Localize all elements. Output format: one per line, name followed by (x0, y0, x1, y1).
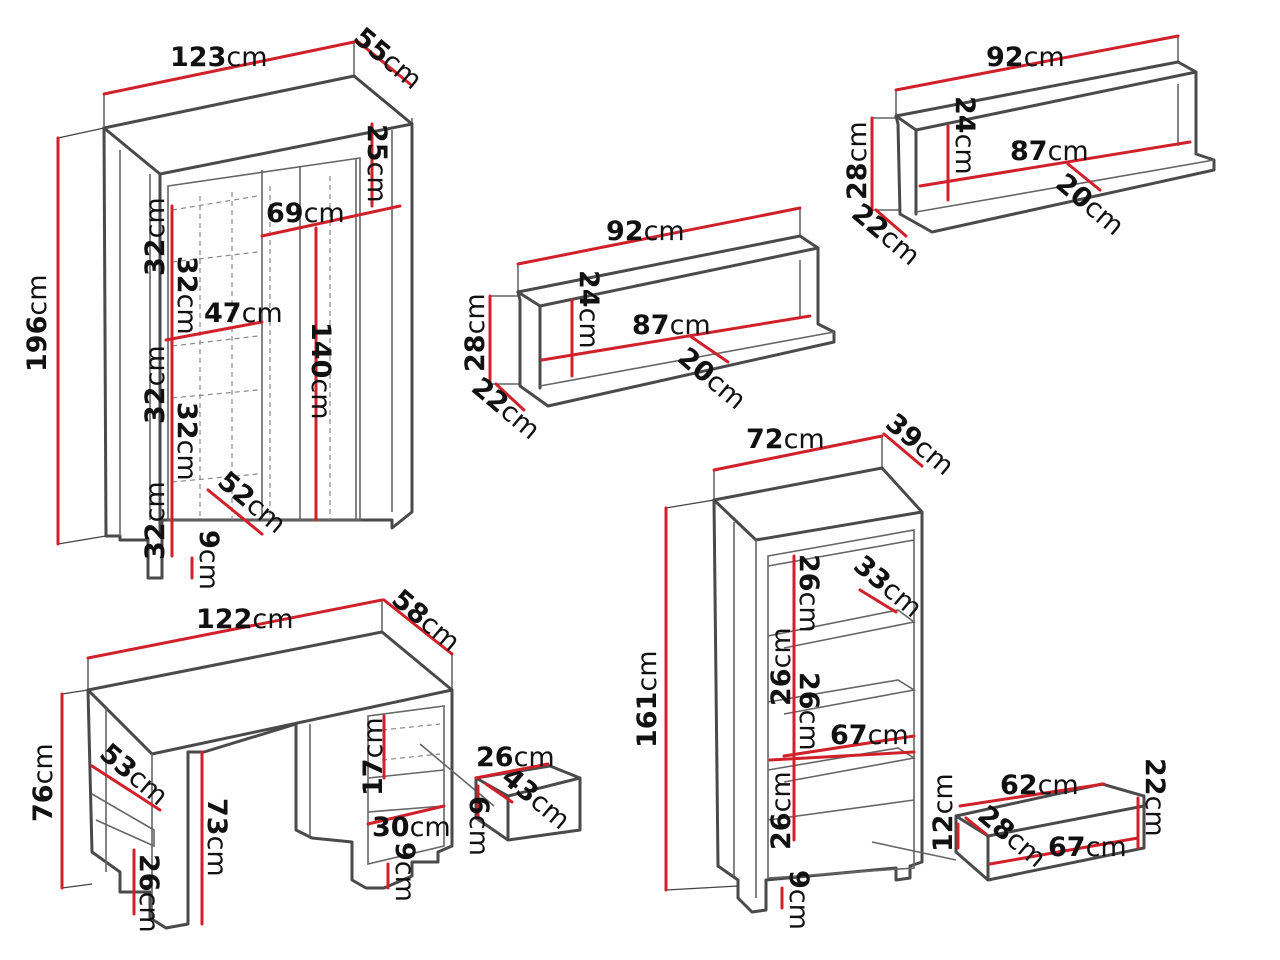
desk-drawer-inner-width-label: 26cm (476, 742, 555, 773)
wall-shelf-center-depth-label: 22cm (466, 372, 546, 446)
wall-shelf-center-drawing (488, 206, 836, 412)
wall-shelf-center-height-label: 28cm (460, 293, 491, 372)
wardrobe-inner-width-label: 47cm (204, 298, 283, 329)
wall-shelf-center-inner-width-label: 87cm (632, 310, 711, 341)
wardrobe-leg-height-label: 9cm (193, 530, 224, 590)
desk-drawer-inner-height-label: 6cm (463, 796, 494, 856)
bookcase-width-label: 72cm (746, 424, 825, 455)
bookcase-leg-height-label: 9cm (783, 870, 814, 930)
wardrobe-door-width-label: 69cm (266, 198, 345, 229)
wardrobe-depth-label: 55cm (348, 22, 428, 96)
bookcase-drawer-inner-width-label: 62cm (1000, 770, 1079, 801)
wall-shelf-right-drawing (870, 34, 1216, 238)
wall-shelf-center-inner-height-label: 24cm (573, 270, 604, 349)
desk-drawer-height-label: 17cm (358, 717, 389, 796)
bookcase-shelf-width-label: 67cm (830, 720, 909, 751)
wardrobe-drawing (56, 38, 414, 580)
desk-leg-width-label: 26cm (133, 854, 164, 933)
wardrobe-shelf-height-inner-2: 32cm (171, 402, 202, 481)
wall-shelf-right-inner-width-label: 87cm (1010, 136, 1089, 167)
wall-shelf-center-inner-depth-label: 20cm (672, 342, 752, 416)
bookcase-depth-label: 39cm (880, 408, 960, 482)
desk-width-label: 122cm (196, 604, 294, 635)
bookcase-drawing (664, 432, 1146, 914)
wall-shelf-right-depth-label: 22cm (846, 198, 926, 272)
bookcase-shelf-height-1: 26cm (793, 554, 824, 633)
wall-shelf-center-width-label: 92cm (606, 216, 685, 247)
bookcase-drawer-inner-height-label: 12cm (928, 773, 959, 852)
wardrobe-shelf-height-left-2: 32cm (140, 345, 171, 424)
bookcase-shelf-height-4: 26cm (766, 771, 797, 850)
desk-drawing (60, 598, 582, 930)
bookcase-drawer-inner-depth-label: 28cm (972, 800, 1052, 874)
wardrobe-shelf-height-left-3: 32cm (140, 481, 171, 560)
wardrobe-width-label: 123cm (170, 42, 268, 73)
bookcase-drawer-width-label: 67cm (1048, 832, 1127, 863)
bookcase-shelf-height-3: 26cm (793, 672, 824, 751)
wardrobe-height-label: 196cm (22, 274, 53, 372)
wall-shelf-right-width-label: 92cm (986, 42, 1065, 73)
wall-shelf-right-height-label: 28cm (842, 121, 873, 200)
desk-drawer-width-label: 30cm (372, 812, 451, 843)
wall-shelf-right-inner-height-label: 24cm (949, 96, 980, 175)
bookcase-height-label: 161cm (632, 650, 663, 748)
wardrobe-top-gap-label: 25cm (361, 124, 392, 203)
wardrobe-shelf-height-left-1: 32cm (140, 197, 171, 276)
bookcase-shelf-height-2: 26cm (766, 627, 797, 706)
desk-knee-height-label: 73cm (201, 798, 232, 877)
wardrobe-shelf-height-inner-1: 32cm (171, 256, 202, 335)
desk-height-label: 76cm (28, 743, 59, 822)
desk-leg-height-label: 9cm (389, 842, 420, 902)
bookcase-drawer-height-label: 22cm (1139, 758, 1170, 837)
wardrobe-door-height-label: 140cm (305, 322, 336, 420)
